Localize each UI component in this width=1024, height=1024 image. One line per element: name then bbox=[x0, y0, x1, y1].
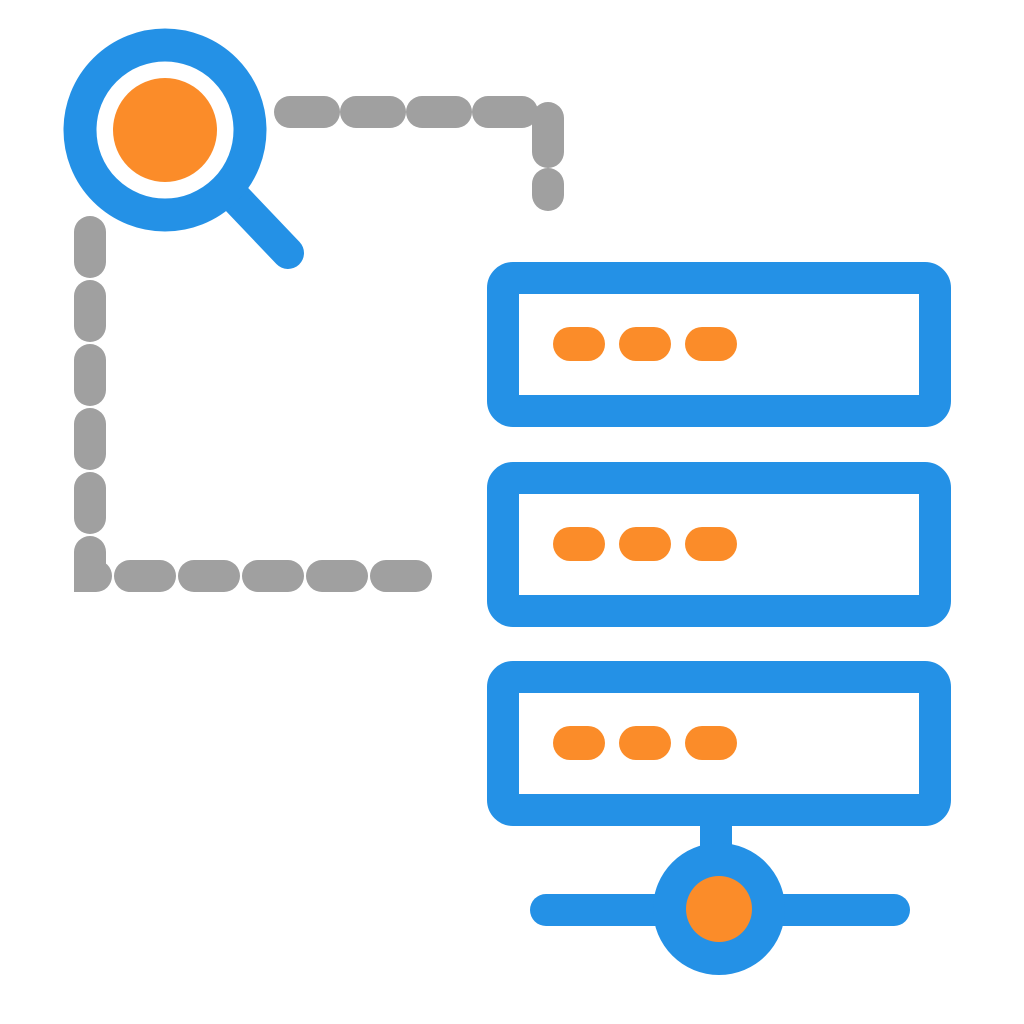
server-led-icon bbox=[685, 726, 737, 760]
server-led-icon bbox=[619, 327, 671, 361]
server-unit-2 bbox=[487, 462, 951, 627]
server-led-icon bbox=[553, 527, 605, 561]
server-unit-3 bbox=[487, 661, 951, 826]
server-led-icon bbox=[685, 527, 737, 561]
dashed-connector-top bbox=[274, 96, 564, 211]
network-node-core bbox=[686, 876, 752, 942]
magnifier-icon bbox=[63, 28, 304, 269]
dashed-connector bbox=[74, 96, 564, 592]
server-led-icon bbox=[553, 726, 605, 760]
server-unit-1 bbox=[487, 262, 951, 427]
server-led-icon bbox=[619, 527, 671, 561]
server-led-icon bbox=[553, 327, 605, 361]
dashed-connector-left bbox=[74, 216, 436, 592]
network-node-icon bbox=[530, 808, 910, 975]
magnifier-lens bbox=[113, 78, 217, 182]
server-stack-icon bbox=[487, 262, 951, 826]
server-led-icon bbox=[685, 327, 737, 361]
server-led-icon bbox=[619, 726, 671, 760]
